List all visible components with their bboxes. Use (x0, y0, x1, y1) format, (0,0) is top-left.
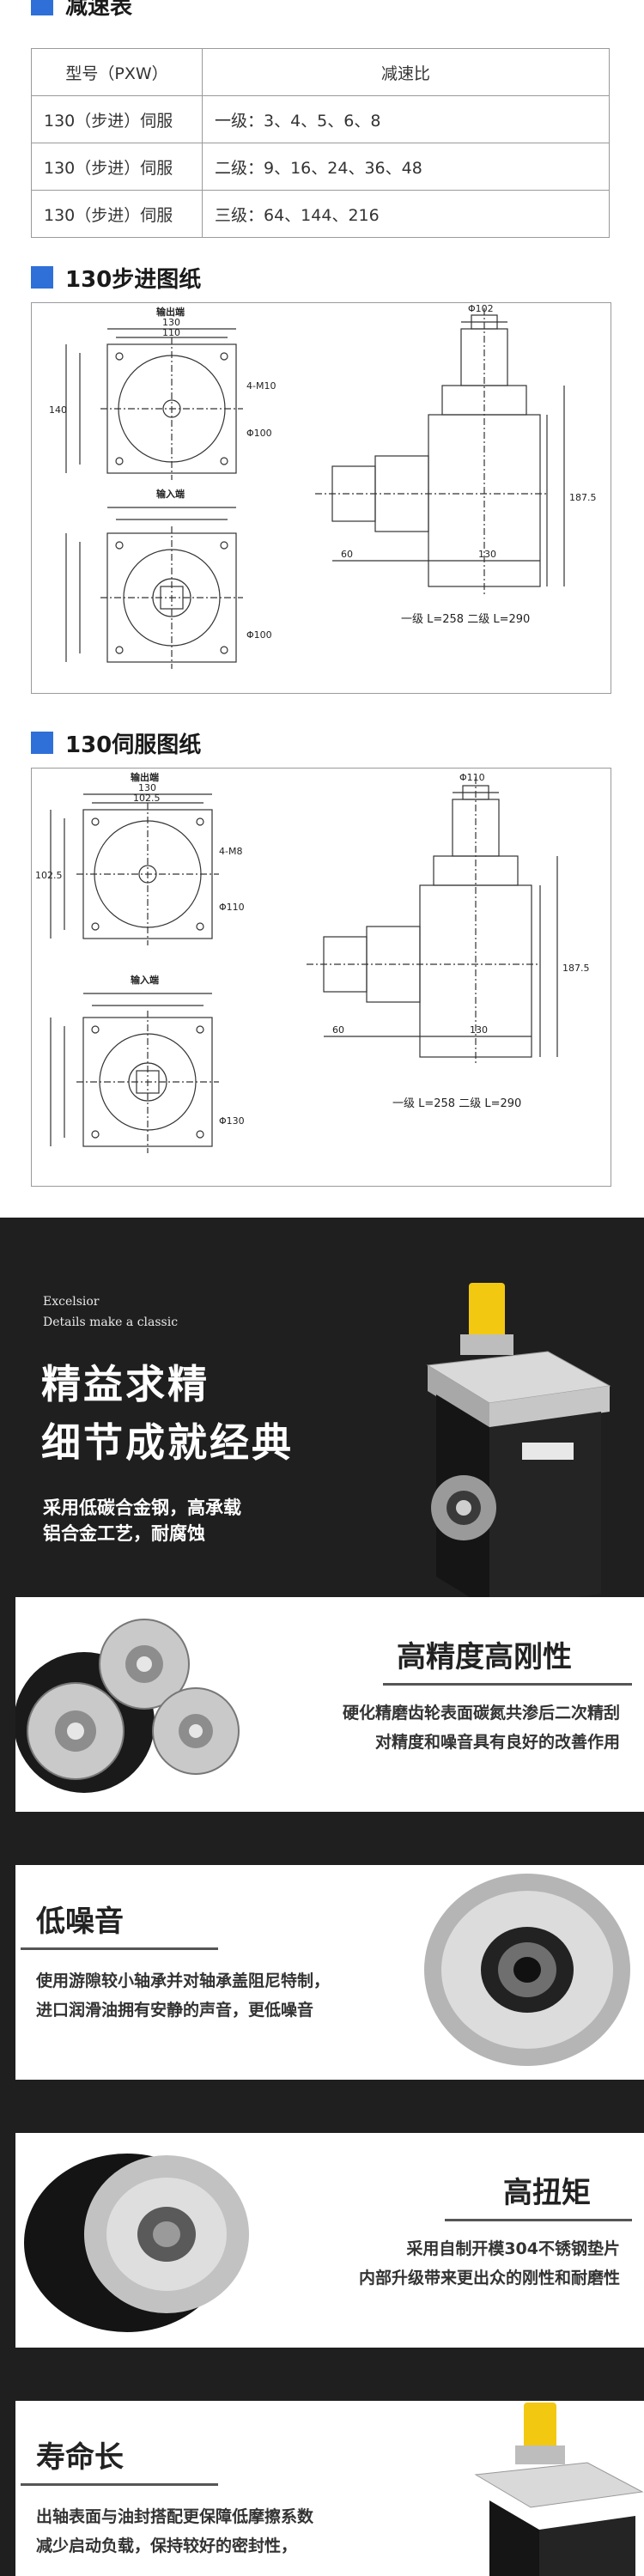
title-underline (21, 2483, 218, 2486)
intro-subtext-2: 铝合金工艺，耐腐蚀 (43, 1523, 205, 1544)
dim-label: 130 (478, 549, 496, 560)
ratio-section-header: 减速表 (31, 0, 133, 20)
dim-label: Φ100 (246, 428, 272, 439)
feature-desc-line: 使用游隙较小轴承并对轴承盖阻尼特制， (36, 1971, 331, 1990)
bearing-housing-image (424, 1874, 630, 2066)
dim-label: Φ130 (219, 1115, 245, 1127)
dim-label: 187.5 (569, 492, 597, 503)
dim-label: Φ102 (468, 303, 494, 314)
dim-label: 4-M10 (246, 380, 276, 392)
model-column-header: 型号（PXW） (31, 48, 203, 96)
feature-title: 高扭矩 (503, 2176, 591, 2210)
brand-tagline-1: Excelsior (43, 1295, 100, 1309)
table-header-row: 型号（PXW） 减速比 (31, 48, 610, 96)
headline-2: 细节成就经典 (41, 1419, 294, 1466)
stepper-in-label: 输入端 (156, 488, 185, 500)
section-marker-icon (31, 266, 53, 289)
ratio-column-header: 减速比 (202, 48, 610, 96)
feature-title: 寿命长 (36, 2440, 124, 2475)
feature-desc: 硬化精磨齿轮表面碳氮共渗后二次精刮 对精度和噪音具有良好的改善作用 (254, 1698, 620, 1757)
feature-card-low-noise: 低噪音 使用游隙较小轴承并对轴承盖阻尼特制， 进口润滑油拥有安静的声音，更低噪音 (15, 1865, 644, 2080)
model-cell: 130（步进）伺服 (31, 95, 203, 143)
feature-desc-line: 进口润滑油拥有安静的声音，更低噪音 (36, 2001, 314, 2020)
ratio-cell: 三级：64、144、216 (202, 190, 610, 238)
feature-title: 低噪音 (36, 1905, 124, 1939)
dim-label: 130 (138, 782, 156, 793)
stepper-drawing-title: 130步进图纸 (65, 266, 202, 293)
dim-label: 130 (470, 1024, 488, 1036)
headline-1: 精益求精 (41, 1361, 210, 1407)
section-marker-icon (31, 0, 53, 15)
ratio-section-title: 减速表 (65, 0, 133, 20)
title-underline (383, 1683, 632, 1686)
servo-out-label: 输出端 (131, 771, 159, 783)
servo-technical-drawing: 输出端 输入端 130 102.5 102.5 4-M8 Φ110 Φ130 Φ… (31, 768, 611, 1187)
title-underline (445, 2219, 632, 2221)
servo-length-note: 一级 L=258 二级 L=290 (392, 1097, 521, 1110)
dim-label: Φ100 (246, 629, 272, 641)
ratio-table: 型号（PXW） 减速比 130（步进）伺服 一级：3、4、5、6、8 130（步… (31, 48, 610, 238)
gearbox-product-image (474, 2403, 644, 2576)
servo-in-label: 输入端 (131, 974, 159, 986)
section-marker-icon (31, 732, 53, 754)
feature-card-precision: 高精度高刚性 硬化精磨齿轮表面碳氮共渗后二次精刮 对精度和噪音具有良好的改善作用 (15, 1597, 644, 1812)
output-flange-image (24, 2154, 249, 2332)
planetary-gears-image (15, 1619, 240, 1793)
dim-label: 130 (162, 317, 180, 328)
intro-subtext-1: 采用低碳合金钢，高承载 (43, 1498, 241, 1518)
servo-drawing-svg: 输出端 输入端 130 102.5 102.5 4-M8 Φ110 Φ130 Φ… (35, 771, 590, 1153)
dim-label: 110 (162, 327, 180, 338)
title-underline (21, 1947, 218, 1950)
feature-desc-line: 采用自制开模304不锈钢垫片 (406, 2239, 620, 2258)
servo-drawing-title: 130伺服图纸 (65, 732, 202, 758)
brand-tagline-2: Details make a classic (43, 1315, 179, 1329)
stepper-length-note: 一级 L=258 二级 L=290 (401, 613, 530, 626)
dim-label: Φ110 (219, 902, 245, 913)
stepper-technical-drawing: 输出端 输入端 130 110 140 4-M10 Φ100 Φ100 Φ102… (31, 302, 611, 694)
feature-showcase: Excelsior Details make a classic 精益求精 细节… (0, 1218, 644, 2576)
feature-desc: 采用自制开模304不锈钢垫片 内部升级带来更出众的刚性和耐磨性 (273, 2234, 620, 2293)
feature-title: 高精度高刚性 (397, 1640, 572, 1674)
stepper-drawing-svg: 输出端 输入端 130 110 140 4-M10 Φ100 Φ100 Φ102… (49, 303, 597, 669)
model-cell: 130（步进）伺服 (31, 190, 203, 238)
dim-label: 102.5 (133, 793, 161, 804)
table-row: 130（步进）伺服 二级：9、16、24、36、48 (31, 143, 610, 191)
table-row: 130（步进）伺服 三级：64、144、216 (31, 190, 610, 238)
dim-label: 4-M8 (219, 846, 242, 857)
dim-label: 102.5 (35, 870, 63, 881)
feature-desc-line: 对精度和噪音具有良好的改善作用 (374, 1733, 620, 1752)
feature-card-long-life: 寿命长 出轴表面与油封搭配更保障低摩擦系数 减少启动负载，保持较好的密封性， (15, 2401, 644, 2576)
dim-label: 60 (341, 549, 353, 560)
model-cell: 130（步进）伺服 (31, 143, 203, 191)
ratio-cell: 二级：9、16、24、36、48 (202, 143, 610, 191)
dim-label: 60 (332, 1024, 344, 1036)
feature-desc-line: 出轴表面与油封搭配更保障低摩擦系数 (36, 2507, 314, 2526)
gearbox-product-image (426, 1283, 611, 1609)
dim-label: 187.5 (562, 963, 590, 974)
dim-label: Φ110 (459, 772, 485, 783)
feature-desc-line: 内部升级带来更出众的刚性和耐磨性 (358, 2269, 620, 2287)
feature-desc-line: 硬化精磨齿轮表面碳氮共渗后二次精刮 (342, 1704, 620, 1722)
dim-label: 140 (49, 404, 67, 416)
stepper-drawing-header: 130步进图纸 (31, 263, 202, 293)
feature-card-high-torque: 高扭矩 采用自制开模304不锈钢垫片 内部升级带来更出众的刚性和耐磨性 (15, 2133, 644, 2348)
feature-desc: 出轴表面与油封搭配更保障低摩擦系数 减少启动负载，保持较好的密封性， (36, 2502, 313, 2561)
table-row: 130（步进）伺服 一级：3、4、5、6、8 (31, 95, 610, 143)
ratio-cell: 一级：3、4、5、6、8 (202, 95, 610, 143)
servo-drawing-header: 130伺服图纸 (31, 728, 202, 758)
stepper-out-label: 输出端 (156, 306, 185, 318)
feature-desc-line: 减少启动负载，保持较好的密封性， (36, 2537, 298, 2555)
feature-desc: 使用游隙较小轴承并对轴承盖阻尼特制， 进口润滑油拥有安静的声音，更低噪音 (36, 1966, 330, 2025)
